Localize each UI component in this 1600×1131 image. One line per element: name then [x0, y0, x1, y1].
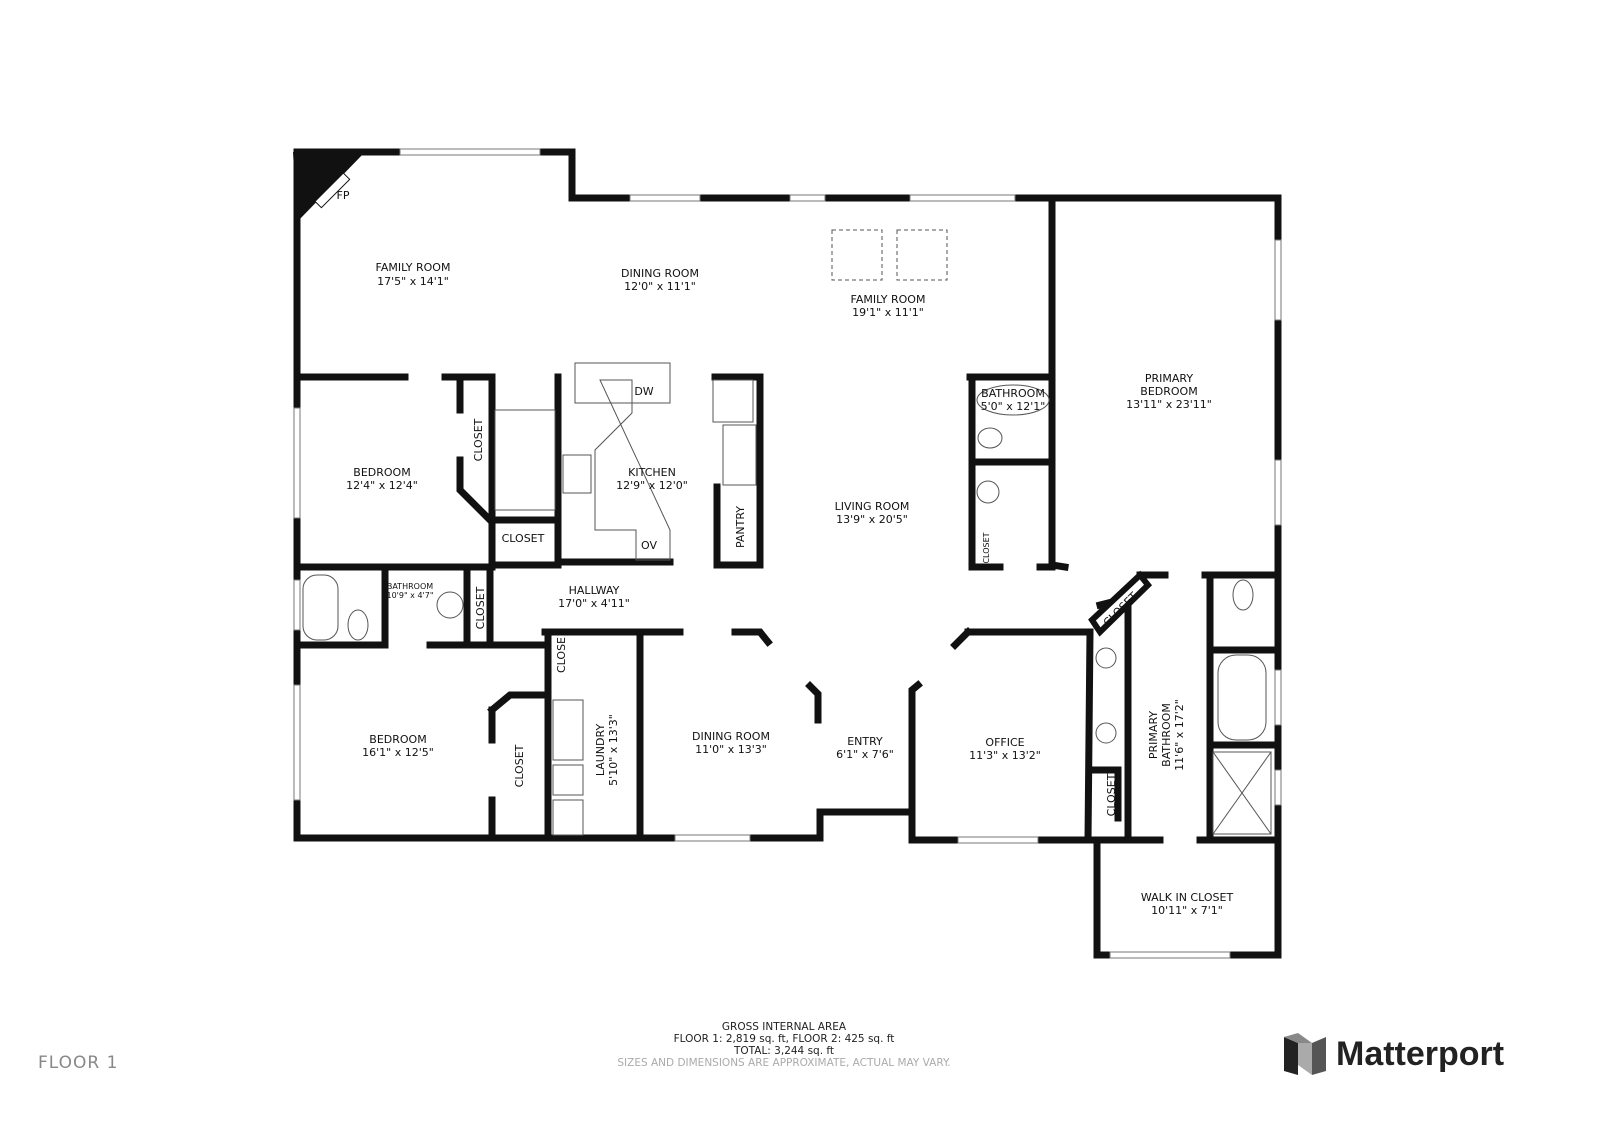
dishwasher-label: DW — [634, 385, 653, 398]
svg-text:LIVING ROOM: LIVING ROOM — [835, 500, 910, 513]
area-total: TOTAL: 3,244 sq. ft — [733, 1045, 835, 1057]
svg-text:12'9" x 12'0": 12'9" x 12'0" — [616, 479, 688, 492]
closet-label: CLOSET — [472, 418, 485, 461]
svg-text:BEDROOM: BEDROOM — [353, 466, 410, 479]
area-title: GROSS INTERNAL AREA — [721, 1021, 847, 1033]
matterport-logo-icon — [1284, 1033, 1326, 1075]
svg-text:12'0" x 11'1": 12'0" x 11'1" — [624, 280, 696, 293]
svg-text:12'4" x 12'4": 12'4" x 12'4" — [346, 479, 418, 492]
svg-text:6'1" x 7'6": 6'1" x 7'6" — [836, 748, 894, 761]
pantry-label: PANTRY — [734, 506, 747, 548]
svg-text:KITCHEN: KITCHEN — [628, 466, 676, 479]
closet-label: CLOSET — [513, 744, 526, 787]
closet-label: CLOSET — [1105, 773, 1118, 816]
svg-text:LAUNDRY: LAUNDRY — [594, 724, 607, 777]
svg-text:19'1" x 11'1": 19'1" x 11'1" — [852, 306, 924, 319]
svg-text:DINING ROOM: DINING ROOM — [621, 267, 699, 280]
svg-text:DINING ROOM: DINING ROOM — [692, 730, 770, 743]
svg-text:17'5" x 14'1": 17'5" x 14'1" — [377, 275, 449, 288]
fireplace — [314, 172, 351, 209]
svg-text:10'11" x 7'1": 10'11" x 7'1" — [1151, 904, 1223, 917]
svg-text:11'6" x 17'2": 11'6" x 17'2" — [1173, 699, 1186, 771]
closet-label: CLOSET — [474, 586, 487, 629]
svg-text:5'0" x 12'1": 5'0" x 12'1" — [981, 400, 1046, 413]
fixtures — [302, 229, 1272, 836]
oven-label: OV — [641, 539, 657, 552]
brand-logo: Matterport — [1284, 1033, 1504, 1075]
area-floors: FLOOR 1: 2,819 sq. ft, FLOOR 2: 425 sq. … — [673, 1033, 895, 1045]
closet-label: CLOSE — [555, 637, 568, 673]
closet-label: CLOSET — [502, 532, 545, 545]
svg-text:PRIMARY: PRIMARY — [1145, 372, 1193, 385]
svg-text:ENTRY: ENTRY — [847, 735, 883, 748]
svg-text:PRIMARY: PRIMARY — [1147, 711, 1160, 759]
svg-text:HALLWAY: HALLWAY — [569, 584, 620, 597]
svg-text:FAMILY ROOM: FAMILY ROOM — [376, 261, 451, 274]
svg-text:BATHROOM: BATHROOM — [387, 582, 433, 591]
floor-label: FLOOR 1 — [38, 1053, 119, 1073]
svg-text:FAMILY ROOM: FAMILY ROOM — [851, 293, 926, 306]
svg-text:16'1" x 12'5": 16'1" x 12'5" — [362, 746, 434, 759]
svg-text:BATHROOM: BATHROOM — [1160, 703, 1173, 767]
svg-text:BEDROOM: BEDROOM — [369, 733, 426, 746]
svg-text:11'3" x 13'2": 11'3" x 13'2" — [969, 749, 1041, 762]
svg-text:13'11" x 23'11": 13'11" x 23'11" — [1126, 398, 1212, 411]
svg-text:WALK IN CLOSET: WALK IN CLOSET — [1141, 891, 1234, 904]
svg-text:17'0" x 4'11": 17'0" x 4'11" — [558, 597, 630, 610]
interior-walls — [293, 201, 1282, 844]
svg-text:10'9" x 4'7": 10'9" x 4'7" — [386, 591, 433, 600]
windows — [293, 148, 1282, 959]
area-disclaimer: SIZES AND DIMENSIONS ARE APPROXIMATE, AC… — [617, 1057, 951, 1069]
svg-text:OFFICE: OFFICE — [985, 736, 1024, 749]
area-summary: GROSS INTERNAL AREA FLOOR 1: 2,819 sq. f… — [0, 1021, 1568, 1069]
svg-text:5'10" x 13'3": 5'10" x 13'3" — [607, 714, 620, 786]
closet-label: CLOSET — [982, 532, 991, 563]
svg-text:13'9" x 20'5": 13'9" x 20'5" — [836, 513, 908, 526]
svg-text:11'0" x 13'3": 11'0" x 13'3" — [695, 743, 767, 756]
fireplace-label: FP — [337, 189, 350, 202]
svg-text:BEDROOM: BEDROOM — [1140, 385, 1197, 398]
brand-name: Matterport — [1336, 1034, 1505, 1073]
svg-text:BATHROOM: BATHROOM — [981, 387, 1045, 400]
